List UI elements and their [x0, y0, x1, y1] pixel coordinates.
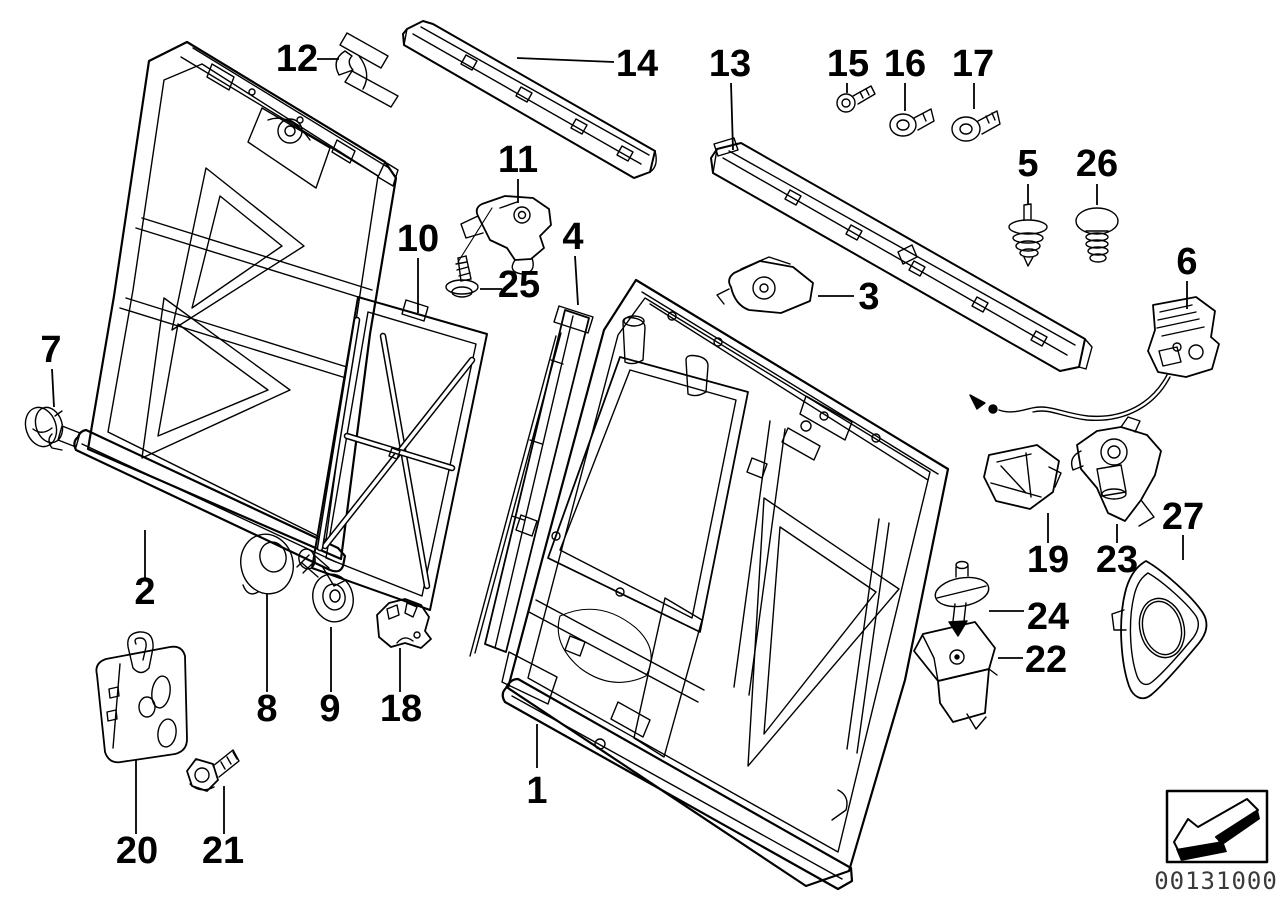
part-label-12[interactable]: 12	[276, 38, 318, 80]
side-strip-4-drawing	[469, 305, 594, 657]
lock-6-with-cable-drawing	[969, 296, 1220, 422]
leader-lines	[51, 57, 1188, 834]
part-label-4[interactable]: 4	[562, 216, 583, 258]
plug-screw-5-drawing	[1008, 203, 1048, 267]
cover-22-drawing	[913, 621, 998, 730]
screw-15-drawing	[836, 85, 876, 113]
arrow-down-left-3d-icon	[1173, 798, 1260, 861]
part-leader-14	[516, 57, 615, 63]
part-leader-13	[730, 82, 734, 151]
part-label-7[interactable]: 7	[40, 329, 61, 371]
part-leader-4	[574, 255, 579, 306]
part-label-6[interactable]: 6	[1176, 241, 1197, 283]
trim-27-drawing	[1111, 560, 1208, 700]
part-label-26[interactable]: 26	[1076, 143, 1118, 185]
striker-20-drawing	[95, 631, 188, 764]
main-backrest-frame-drawing	[501, 278, 950, 891]
part-label-11[interactable]: 11	[498, 139, 538, 181]
washer-8-drawing	[240, 533, 294, 595]
part-label-23[interactable]: 23	[1096, 539, 1138, 581]
screw-16-drawing	[889, 108, 935, 137]
part-label-17[interactable]: 17	[952, 43, 994, 85]
screw-17-drawing	[951, 110, 1001, 142]
part-label-25[interactable]: 25	[498, 264, 540, 306]
left-backrest-frame-drawing	[48, 40, 399, 587]
nav-arrow-box	[1165, 789, 1269, 864]
top-rail-14-drawing	[402, 20, 657, 179]
part-label-14[interactable]: 14	[616, 43, 658, 85]
part-label-21[interactable]: 21	[202, 830, 244, 872]
screw-9-drawing	[296, 548, 354, 623]
part-label-20[interactable]: 20	[116, 830, 158, 872]
part-label-1[interactable]: 1	[526, 770, 547, 812]
part-label-8[interactable]: 8	[256, 688, 277, 730]
pivot-cap-drawing	[24, 406, 64, 448]
actuator-23-drawing	[1070, 416, 1162, 527]
diagram-id-text: 00131000	[1154, 867, 1278, 895]
part-label-10[interactable]: 10	[397, 218, 439, 260]
latch-3-drawing	[716, 256, 814, 314]
part-label-19[interactable]: 19	[1027, 539, 1069, 581]
rivet-26-drawing	[1075, 207, 1119, 263]
latch-11-drawing	[445, 195, 552, 298]
part-label-18[interactable]: 18	[380, 688, 422, 730]
part-label-5[interactable]: 5	[1017, 143, 1038, 185]
retainer-clip-drawing	[335, 32, 399, 108]
clip-18-drawing	[376, 598, 432, 649]
part-label-16[interactable]: 16	[884, 43, 926, 85]
part-label-9[interactable]: 9	[319, 688, 340, 730]
part-label-24[interactable]: 24	[1027, 596, 1069, 638]
bracket-19-drawing	[983, 444, 1062, 510]
part-label-27[interactable]: 27	[1162, 496, 1204, 538]
part-leader-7	[51, 368, 55, 408]
part-label-2[interactable]: 2	[134, 571, 155, 613]
mesh-panel-10-drawing	[311, 296, 488, 611]
bolt-21-drawing	[186, 749, 240, 792]
part-label-3[interactable]: 3	[858, 276, 879, 318]
part-label-13[interactable]: 13	[709, 43, 751, 85]
top-rail-13-drawing	[710, 137, 1093, 372]
part-label-22[interactable]: 22	[1025, 639, 1067, 681]
part-label-15[interactable]: 15	[827, 43, 869, 85]
